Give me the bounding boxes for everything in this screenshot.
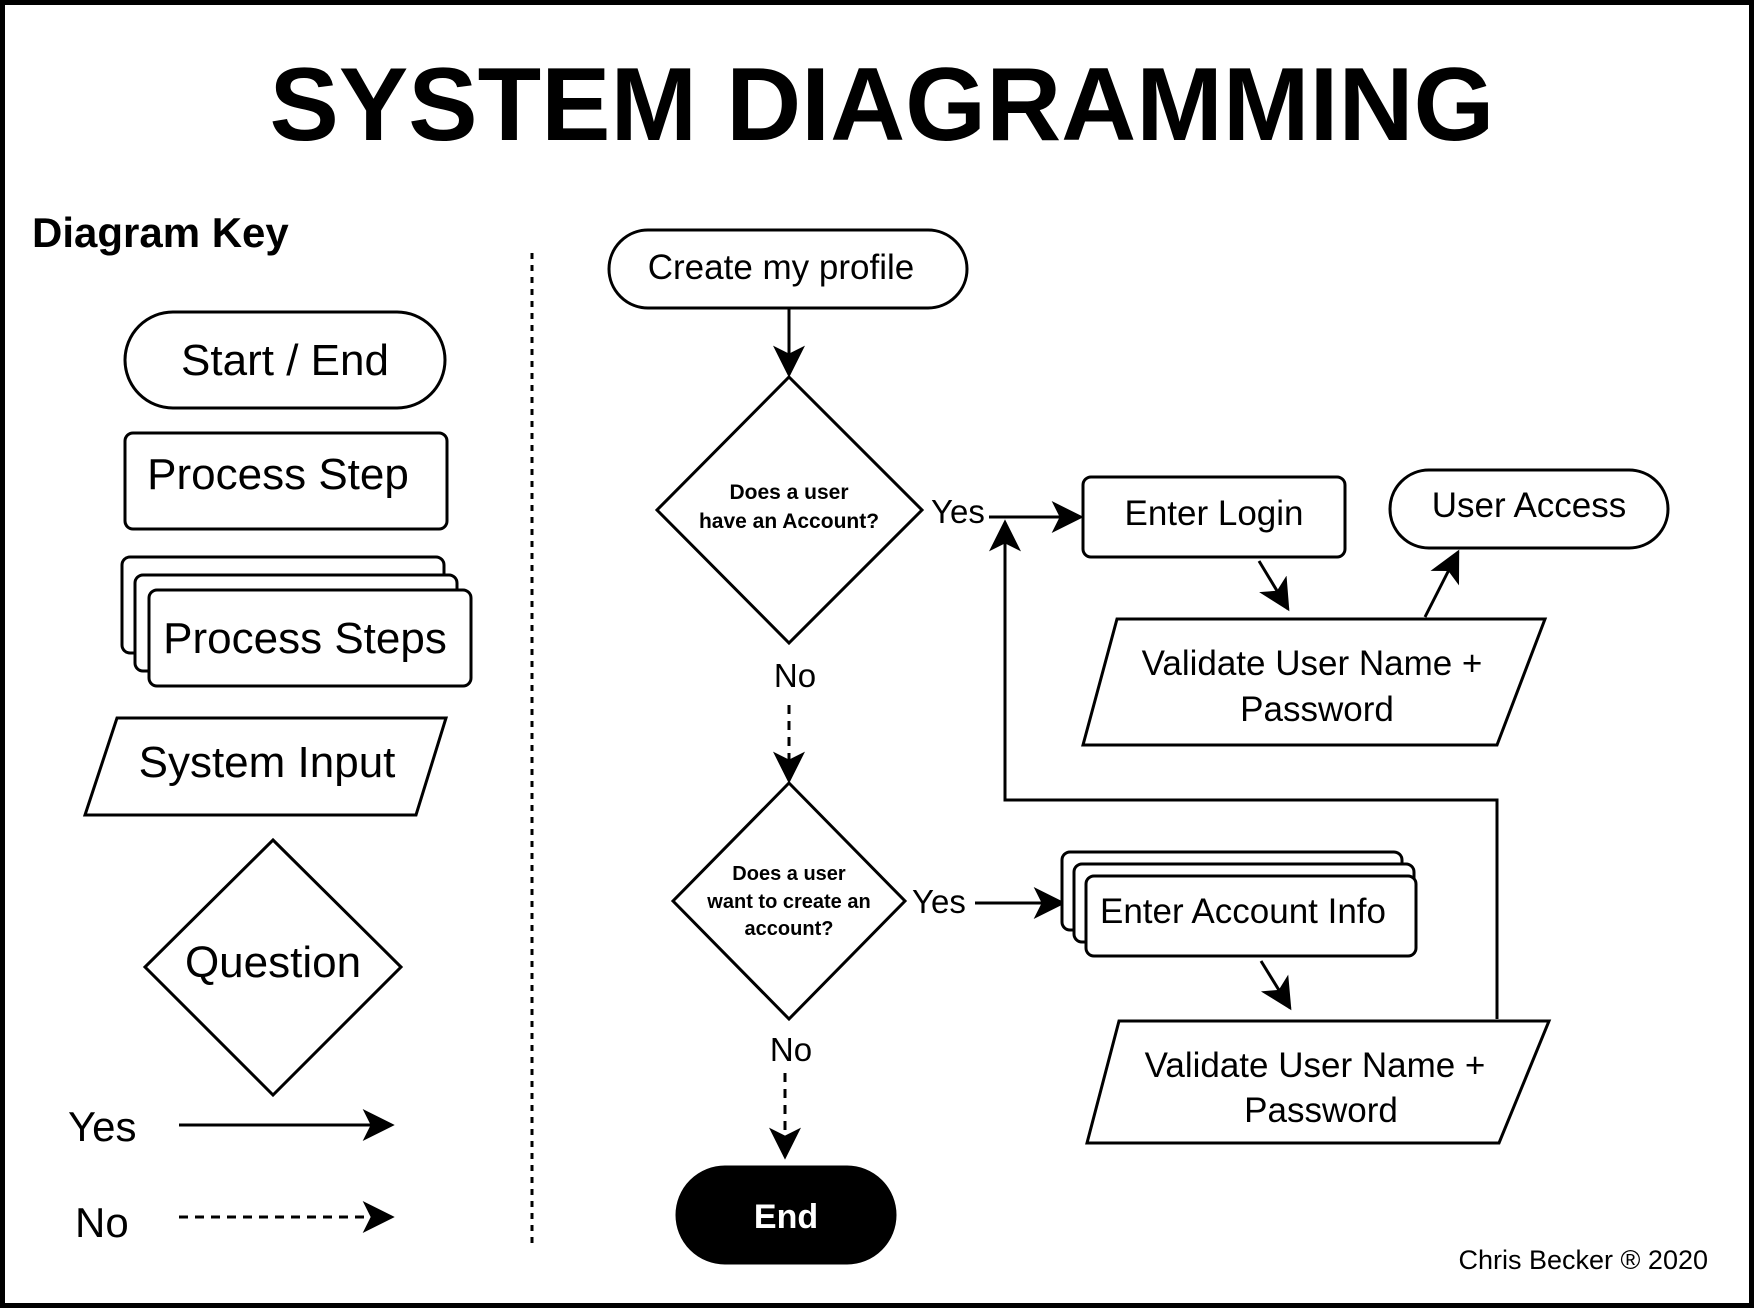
flow-user-access-node bbox=[1388, 468, 1670, 550]
arrow-validate2-loop-to-login bbox=[989, 519, 1499, 1019]
flow-validate2-line1: Validate User Name + bbox=[1145, 1046, 1486, 1085]
key-start-end-label: Start / End bbox=[181, 336, 389, 385]
flow-enter-login-label: Enter Login bbox=[1124, 494, 1303, 533]
flow-validate1-line2: Password bbox=[1240, 690, 1394, 729]
flow-account-info-front-shape bbox=[1084, 874, 1418, 958]
key-process-step-shape bbox=[123, 431, 449, 531]
key-process-steps-label: Process Steps bbox=[163, 614, 447, 663]
flow-user-access-label: User Access bbox=[1432, 486, 1627, 525]
arrow-enter-login-to-validate1 bbox=[1257, 560, 1290, 612]
key-question-shape bbox=[142, 837, 404, 1098]
flow-q1-no-label: No bbox=[774, 657, 816, 694]
key-process-step-label: Process Step bbox=[147, 450, 409, 499]
flowchart-canvas: SYSTEM DIAGRAMMING Diagram Key Start / E… bbox=[32, 47, 1709, 1275]
diagram-key: Diagram Key Start / End Process Step Pro… bbox=[32, 209, 473, 1246]
diagram-key-heading: Diagram Key bbox=[32, 209, 289, 256]
page-title: SYSTEM DIAGRAMMING bbox=[270, 47, 1495, 163]
arrow-validate1-to-user-access bbox=[1423, 549, 1460, 618]
flow-q2-yes-label: Yes bbox=[912, 883, 966, 920]
key-yes-label: Yes bbox=[68, 1103, 137, 1150]
flow-q1-yes-label: Yes bbox=[931, 493, 985, 530]
flow-validate1-line1: Validate User Name + bbox=[1142, 644, 1483, 683]
key-start-end-shape bbox=[123, 310, 447, 410]
key-no-label: No bbox=[75, 1199, 129, 1246]
flow-enter-login-node bbox=[1081, 475, 1347, 559]
flow-q2-no-label: No bbox=[770, 1031, 812, 1068]
key-system-input-shape bbox=[82, 716, 449, 817]
flow-q2-line2: want to create an bbox=[706, 891, 870, 913]
flow-q2-diamond bbox=[670, 780, 908, 1022]
flow-q1-line2: have an Account? bbox=[699, 510, 879, 533]
flow-end-node bbox=[675, 1165, 897, 1265]
flow-q2-line3: account? bbox=[745, 918, 834, 940]
flow-q1-line1: Does a user bbox=[729, 481, 848, 504]
flow-q2-line1: Does a user bbox=[732, 863, 846, 885]
key-system-input-label: System Input bbox=[139, 738, 396, 787]
key-process-steps-front-shape bbox=[147, 588, 473, 688]
flow-end-label: End bbox=[754, 1198, 818, 1236]
flow-q1-diamond bbox=[654, 374, 925, 646]
flow-validate1-node bbox=[1081, 617, 1548, 747]
flow-validate2-node bbox=[1085, 1019, 1552, 1145]
credit-text: Chris Becker ® 2020 bbox=[1459, 1245, 1709, 1275]
flow-validate2-line2: Password bbox=[1244, 1091, 1398, 1130]
key-question-label: Question bbox=[185, 938, 361, 987]
flow-start-label: Create my profile bbox=[648, 248, 914, 287]
flow-account-info-label: Enter Account Info bbox=[1100, 892, 1386, 931]
flowchart: Create my profile Does a user have an Ac… bbox=[607, 228, 1670, 1265]
arrow-account-info-to-validate2 bbox=[1259, 960, 1292, 1011]
